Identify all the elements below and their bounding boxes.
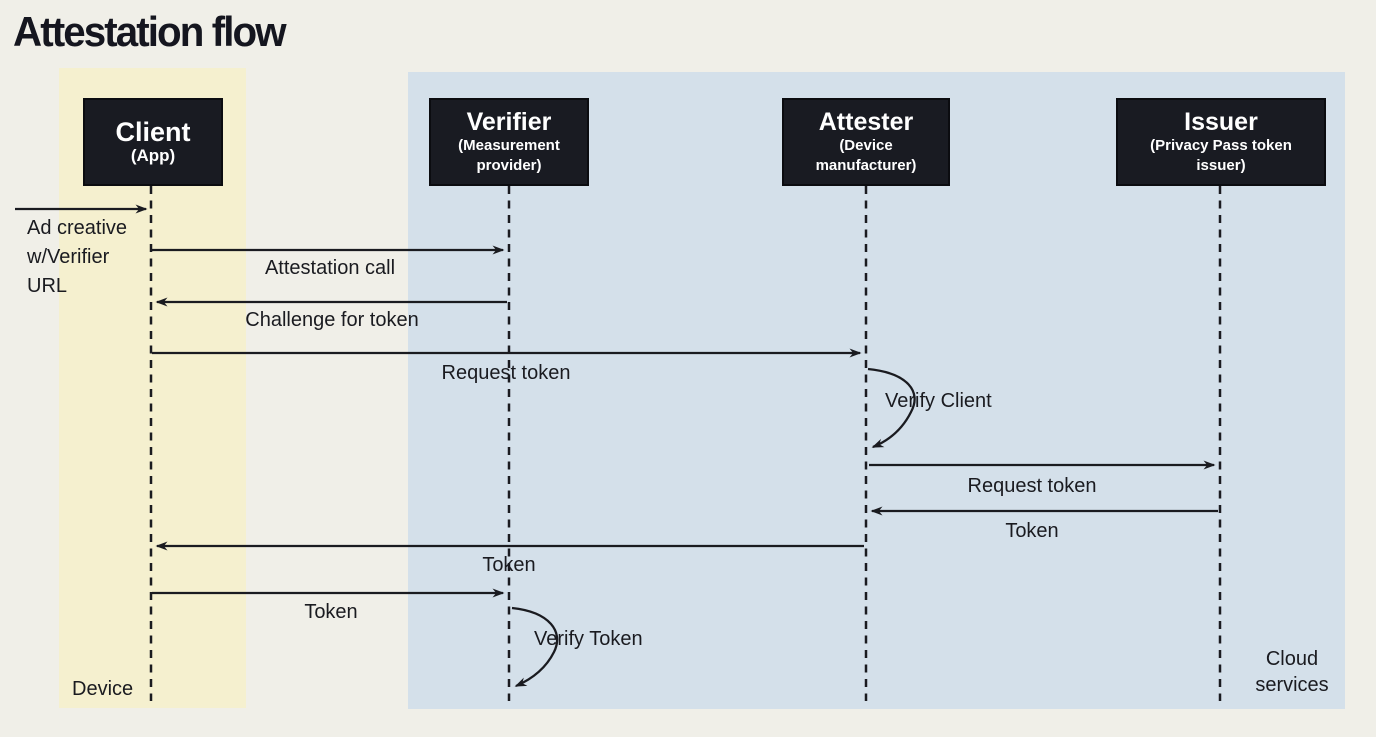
actor-subtitle: (App) [130,146,176,165]
message-label-request-token-1: Request token [441,362,571,384]
message-label-token-1: Token [1005,520,1059,542]
actor-name: Attester [818,108,914,136]
page-title: Attestation flow [13,8,287,55]
actor-subtitle: (Measurement provider) [458,137,560,174]
actor-subtitle: (Privacy Pass token issuer) [1150,137,1292,174]
actor-name: Client [115,117,191,147]
actor-box-verifier: Verifier (Measurement provider) [429,98,589,186]
actor-box-client: Client (App) [83,98,223,186]
message-label-attestation-call: Attestation call [264,257,396,279]
message-label-request-token-2: Request token [967,475,1097,497]
message-label-token-2: Token [482,554,536,576]
message-label-token-3: Token [304,601,358,623]
message-label-verify-token: Verify Token [534,628,643,650]
message-label-ad-creative: Ad creative w/Verifier URL [27,217,128,297]
actor-name: Verifier [466,108,552,136]
actor-name: Issuer [1184,108,1258,136]
device-zone-label: Device [72,678,134,700]
message-label-challenge-for-token: Challenge for token [245,309,419,331]
actor-box-attester: Attester (Device manufacturer) [782,98,950,186]
message-label-verify-client: Verify Client [885,390,992,412]
actor-box-issuer: Issuer (Privacy Pass token issuer) [1116,98,1326,186]
actor-subtitle: (Device manufacturer) [815,137,917,174]
cloud-zone-label: Cloud services [1255,648,1329,696]
